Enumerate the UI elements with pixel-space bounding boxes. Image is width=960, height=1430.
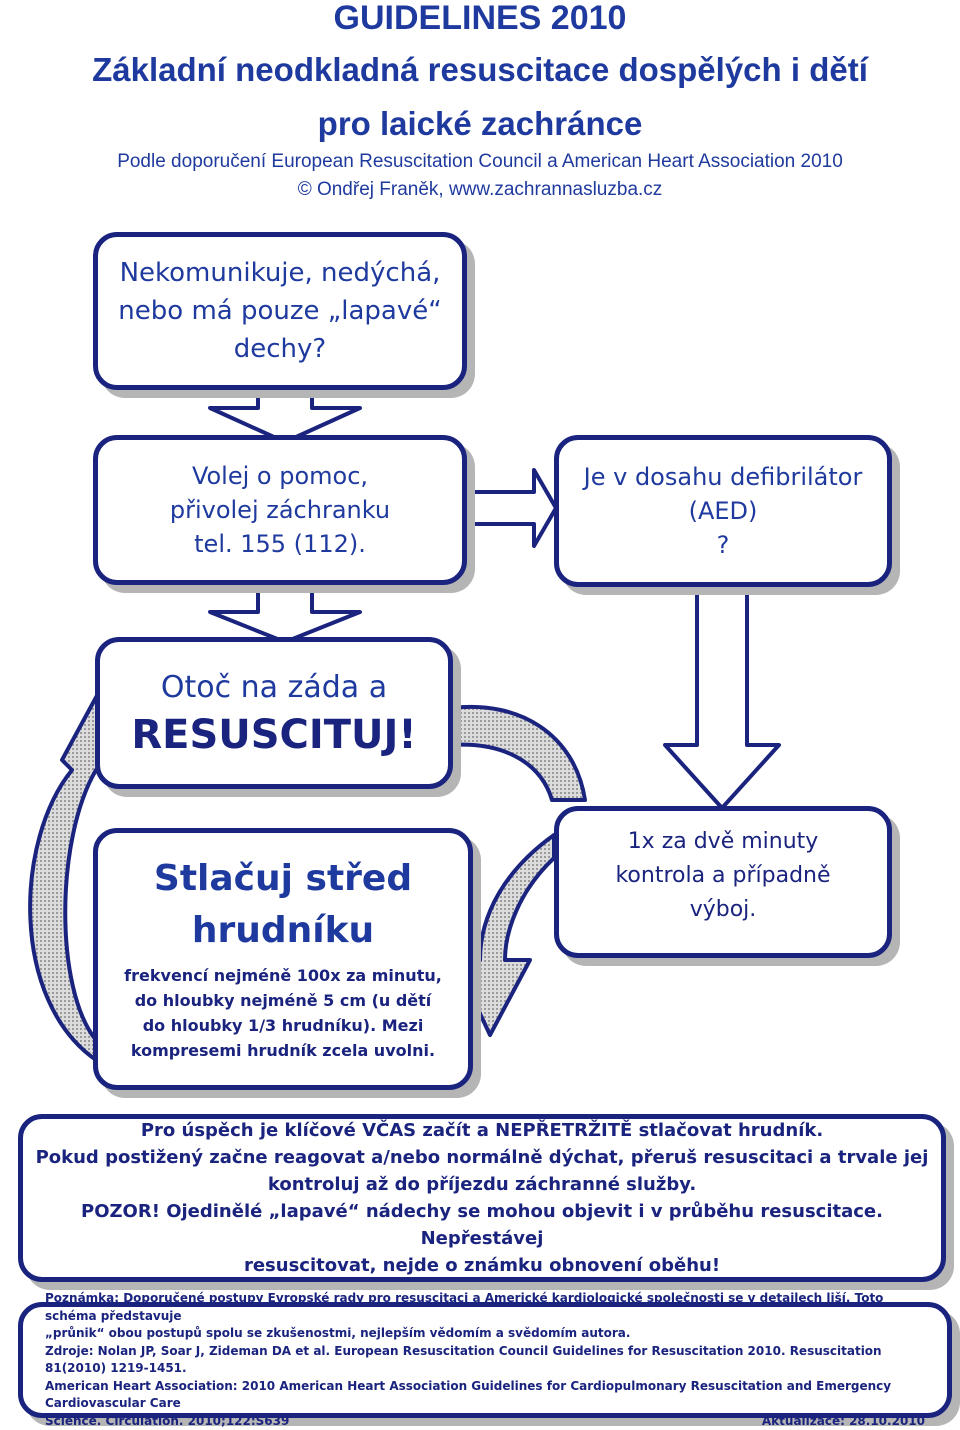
subtitle-line-1: Základní neodkladná resuscitace dospělýc… xyxy=(0,50,960,90)
source-line: Podle doporučení European Resuscitation … xyxy=(0,150,960,174)
step-check-text: 1x za dvě minuty kontrola a případně výb… xyxy=(615,825,830,927)
step-call-help-text: Volej o pomoc, přivolej záchranku tel. 1… xyxy=(170,459,390,561)
footnote-sources-end: Science. Circulation. 2010;122:S639 xyxy=(45,1413,289,1430)
step-unresponsive-text: Nekomunikuje, nedýchá, nebo má pouze „la… xyxy=(118,254,441,368)
step-aed-text: Je v dosahu defibrilátor (AED) ? xyxy=(584,460,863,562)
footnote-note: Poznámka: Doporučené postupy Evropské ra… xyxy=(45,1290,925,1343)
arrow-down-1 xyxy=(210,388,360,442)
step-compressions-box: Stlačuj střed hrudníku frekvencí nejméně… xyxy=(93,828,473,1090)
cycle-arrow-top xyxy=(452,707,585,800)
footnote-updated: Aktualizace: 28.10.2010 xyxy=(762,1413,925,1430)
step-unresponsive-box: Nekomunikuje, nedýchá, nebo má pouze „la… xyxy=(93,232,467,390)
step-check-box: 1x za dvě minuty kontrola a případně výb… xyxy=(554,806,892,958)
arrow-right-aed xyxy=(467,470,556,546)
arrow-down-aed xyxy=(665,587,779,808)
footnote-sources: Zdroje: Nolan JP, Soar J, Zideman DA et … xyxy=(45,1343,925,1413)
step-compressions-title: Stlačuj střed hrudníku xyxy=(154,853,412,957)
subtitle-line-2: pro laické zachránce xyxy=(0,104,960,144)
guidelines-title: GUIDELINES 2010 xyxy=(0,0,960,36)
notice-text: Pro úspěch je klíčové VČAS začít a NEPŘE… xyxy=(23,1117,941,1279)
step-compressions-detail: frekvencí nejméně 100x za minutu, do hlo… xyxy=(124,963,442,1063)
notice-box: Pro úspěch je klíčové VČAS začít a NEPŘE… xyxy=(18,1114,946,1282)
copyright-line: © Ondřej Franěk, www.zachrannasluzba.cz xyxy=(0,178,960,202)
step-call-help-box: Volej o pomoc, přivolej záchranku tel. 1… xyxy=(93,435,467,585)
footnote-box: Poznámka: Doporučené postupy Evropské ra… xyxy=(18,1302,952,1418)
arrow-down-2 xyxy=(210,585,360,642)
step-aed-box: Je v dosahu defibrilátor (AED) ? xyxy=(554,435,892,587)
step-resuscitate-line-1: Otoč na záda a xyxy=(161,666,387,710)
step-resuscitate-box: Otoč na záda a RESUSCITUJ! xyxy=(95,637,453,789)
footnote-last-row: Science. Circulation. 2010;122:S639 Aktu… xyxy=(45,1413,925,1430)
step-resuscitate-line-2: RESUSCITUJ! xyxy=(131,710,416,760)
